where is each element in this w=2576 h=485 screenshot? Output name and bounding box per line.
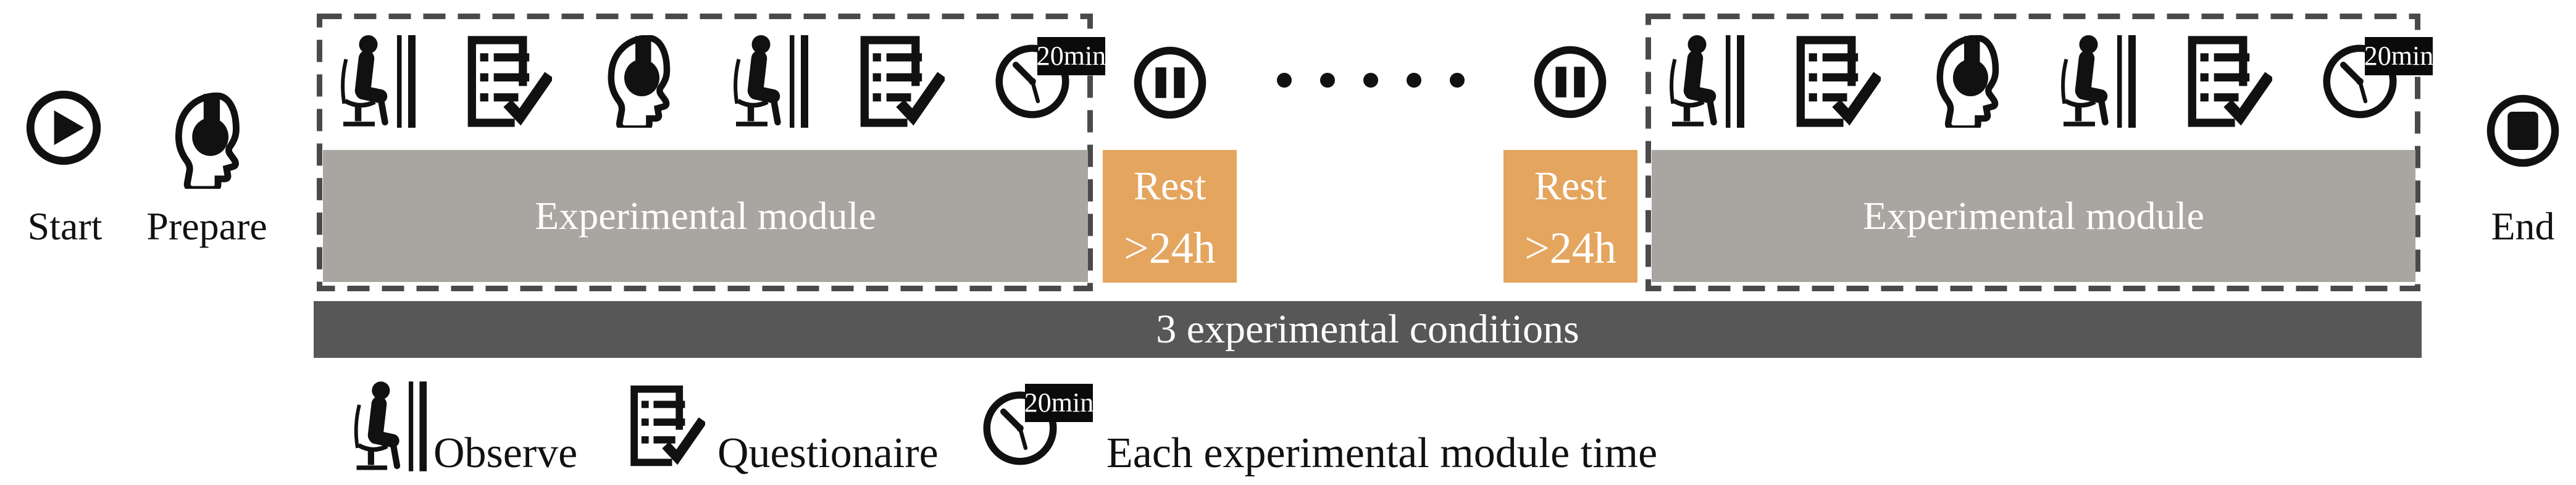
rest-title: Rest — [1534, 164, 1607, 209]
rest-duration: >24h — [1524, 223, 1616, 273]
legend-observe-label: Observe — [433, 429, 578, 477]
listening-head-icon — [1929, 35, 2007, 128]
module-2-bar-label: Experimental module — [1863, 194, 2204, 238]
observe-icon — [727, 35, 810, 128]
prepare-label: Prepare — [146, 204, 267, 248]
observe-icon — [348, 381, 429, 471]
module-1-bar: Experimental module — [323, 150, 1088, 282]
legend-questionnaire-label: Questionaire — [717, 429, 939, 477]
dot — [1320, 73, 1335, 88]
dashed-border — [1646, 14, 2420, 291]
experimental-module-1: 20min Experimental module — [317, 14, 1106, 291]
module-2-bar: Experimental module — [1652, 150, 2415, 282]
observe-icon — [2054, 35, 2138, 128]
pause-icon — [1132, 44, 1208, 121]
timer-badge: 20min — [1024, 384, 1094, 422]
stop-icon — [2485, 93, 2561, 169]
conditions-bar-label: 3 experimental conditions — [1156, 307, 1579, 352]
timer-20min-icon: 20min — [2320, 37, 2433, 121]
pause-icon — [1532, 44, 1608, 120]
start-label: Start — [27, 204, 102, 248]
play-icon — [24, 88, 103, 167]
observe-icon — [334, 35, 417, 128]
experimental-module-2: 20min Experimental module — [1646, 14, 2433, 291]
end-label: End — [2491, 204, 2555, 248]
questionnaire-icon — [858, 36, 945, 127]
dashed-border — [317, 14, 1093, 291]
rest-box-2: Rest >24h — [1503, 150, 1637, 283]
legend-timer-label: Each experimental module time — [1106, 429, 1658, 477]
listening-head-icon — [167, 93, 248, 189]
timer-badge: 20min — [2364, 37, 2433, 75]
questionnaire-icon — [2186, 36, 2272, 127]
module-1-bar-label: Experimental module — [535, 194, 876, 238]
rest-box-1: Rest >24h — [1103, 150, 1237, 283]
ellipsis-dots — [1277, 73, 1465, 88]
dot — [1363, 73, 1378, 88]
observe-icon — [1663, 35, 1746, 128]
dot — [1450, 73, 1465, 88]
module-1-icon-row: 20min — [334, 35, 1106, 128]
dot — [1407, 73, 1421, 88]
timer-20min-icon: 20min — [993, 37, 1106, 121]
timer-20min-icon: 20min — [981, 384, 1094, 468]
timer-badge: 20min — [1037, 37, 1106, 75]
rest-title: Rest — [1133, 164, 1206, 209]
module-2-icon-row: 20min — [1663, 35, 2433, 128]
rest-duration: >24h — [1124, 223, 1216, 273]
listening-head-icon — [600, 35, 678, 128]
questionnaire-icon — [1794, 36, 1881, 127]
questionnaire-icon — [629, 379, 705, 472]
questionnaire-icon — [466, 36, 552, 127]
dot — [1277, 73, 1292, 88]
conditions-bar: 3 experimental conditions — [314, 301, 2422, 358]
